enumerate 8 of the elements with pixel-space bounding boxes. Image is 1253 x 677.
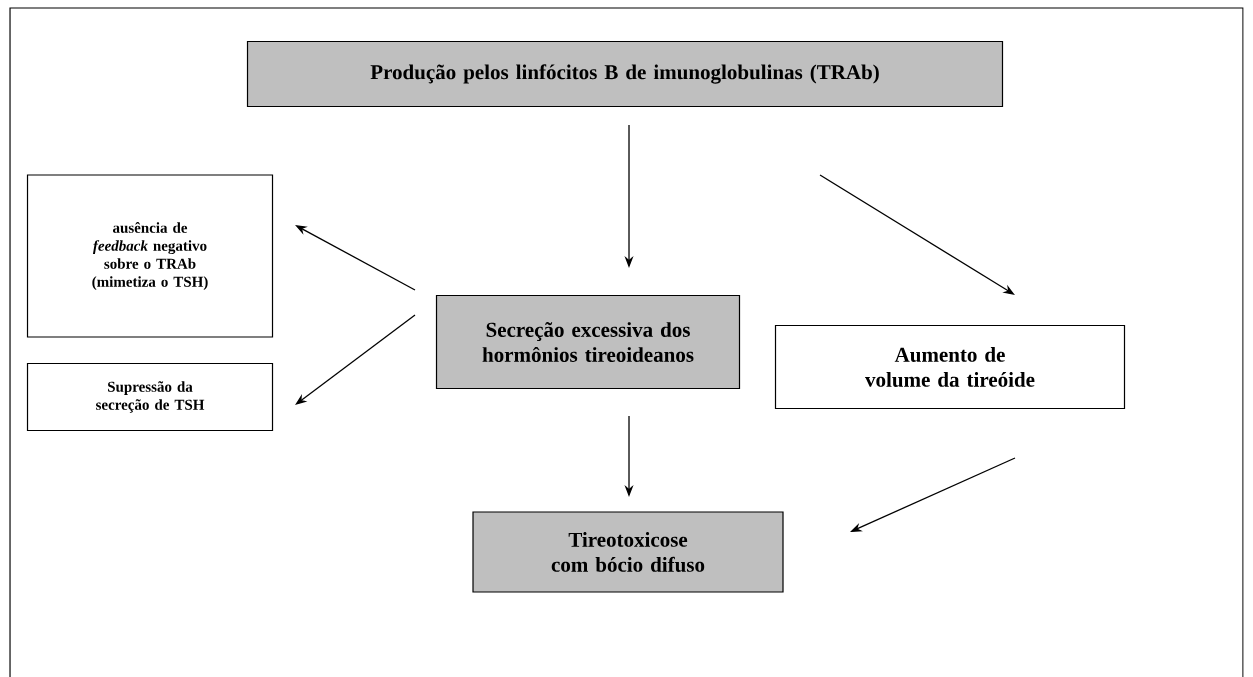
- process-box: Produção pelos linfócitos B de imunoglobulinas (TRAb): [246, 40, 1004, 108]
- arrow: [295, 314, 416, 405]
- process-box: ausência de feedback negativo sobre o TRAb (mimetiza o TSH): [26, 174, 274, 338]
- process-box: Secreção excessiva dos hormônios tireoideanos: [435, 294, 741, 390]
- process-box: Supressão da secreção de TSH: [26, 362, 274, 432]
- arrow: [819, 174, 1015, 295]
- process-box: Aumento de volume da tireóide: [774, 324, 1126, 410]
- process-box: Tireotoxicose com bócio difuso: [472, 511, 784, 593]
